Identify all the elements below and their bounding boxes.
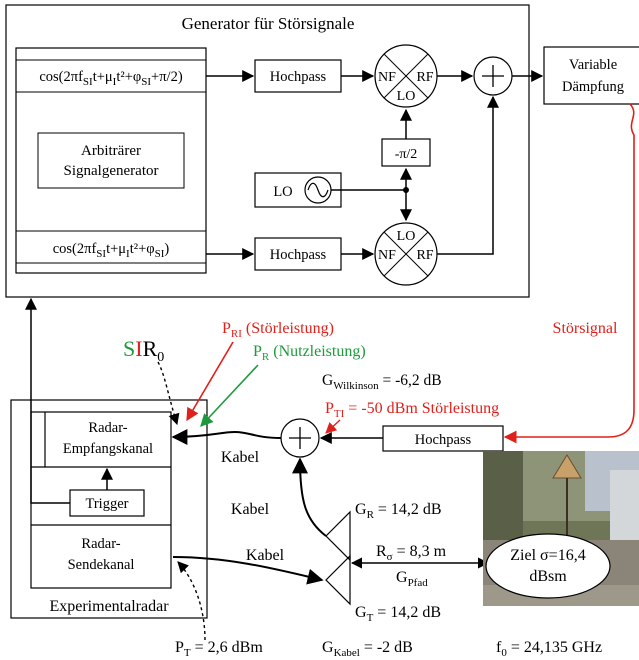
- mixer-top-rf: RF: [416, 70, 433, 85]
- sine-icon: [304, 176, 332, 204]
- attenuator-line2: Dämpfung: [562, 79, 624, 95]
- label-gt: GT = 14,2 dB: [355, 604, 441, 624]
- label-g-kabel: GKabel = -2 dB: [322, 639, 413, 659]
- label-sir0: SIR0: [123, 336, 164, 365]
- highpass-top-label: Hochpass: [270, 69, 327, 85]
- label-kabel1: Kabel: [221, 449, 260, 466]
- mixer-bottom-rf: RF: [416, 248, 433, 263]
- arbitrary-generator: [15, 47, 207, 274]
- mixer-bottom-lo: LO: [397, 229, 416, 244]
- target-bubble: [485, 533, 611, 599]
- label-pr: PR (Nutzleistung): [253, 343, 366, 363]
- awg-label-line1: Arbiträrer: [81, 143, 141, 159]
- phase-shifter-label: -π/2: [395, 147, 418, 162]
- label-pt: PT = 2,6 dBm: [175, 639, 263, 659]
- cable-rx: [171, 428, 282, 445]
- mixer-top-lo: LO: [397, 89, 416, 104]
- target-line2: dBsm: [529, 568, 567, 585]
- highpass-bottom-label: Hochpass: [270, 247, 327, 263]
- label-kabel3: Kabel: [246, 547, 285, 564]
- label-g-wilkinson: GWilkinson = -6,2 dB: [322, 372, 442, 392]
- awg-label-line2: Signalgenerator: [64, 163, 159, 179]
- radar-tx-line1: Radar-: [81, 536, 120, 552]
- arrow-pti: [325, 419, 341, 434]
- trigger-label: Trigger: [86, 496, 129, 512]
- highpass-rx-label: Hochpass: [415, 432, 472, 448]
- rx-antenna: [325, 510, 351, 562]
- cable-antenna-summer: [292, 457, 327, 537]
- radar-rx-line1: Radar-: [88, 420, 127, 436]
- label-gr: GR = 14,2 dB: [355, 501, 442, 521]
- generator-frame: [5, 4, 530, 298]
- arrow-sir0: [157, 361, 180, 426]
- label-pti: PTI = -50 dBm Störleistung: [325, 400, 499, 420]
- mixer-bottom-nf: NF: [378, 248, 396, 263]
- signal-top: cos(2πfSIt+μIt²+φSI+π/2): [39, 69, 182, 88]
- summer-wilkinson: [280, 418, 320, 458]
- tx-antenna: [325, 554, 351, 606]
- label-r-sigma: Rσ = 8,3 m: [376, 543, 447, 563]
- label-stoersignal: Störsignal: [553, 320, 618, 337]
- radar-frame: [10, 399, 208, 619]
- label-kabel2: Kabel: [231, 501, 270, 518]
- label-g-pfad: GPfad: [396, 569, 428, 589]
- radar-rx-line2: Empfangskanal: [63, 441, 153, 457]
- target-line1: Ziel σ=16,4: [510, 547, 585, 564]
- label-pri: PRI (Störleistung): [222, 320, 334, 340]
- cable-tx: [172, 556, 324, 585]
- arrow-trigger-generator: [25, 297, 70, 504]
- mixer-top-nf: NF: [378, 70, 396, 85]
- summer-generator: [473, 56, 513, 96]
- lo-oscillator-label: LO: [273, 184, 292, 200]
- arrow-pr: [200, 364, 259, 427]
- arrow-pri: [186, 341, 234, 422]
- lo-oscillator: [254, 172, 342, 208]
- generator-title: Generator für Störsignale: [182, 14, 355, 33]
- attenuator: [543, 46, 639, 105]
- interference-signal-line: [503, 103, 635, 444]
- radar-tx-line2: Sendekanal: [68, 557, 135, 573]
- arrow-pt: [177, 561, 206, 641]
- mixer-bottom: [374, 222, 438, 286]
- radar-title: Experimentalradar: [49, 598, 169, 615]
- attenuator-line1: Variable: [569, 57, 617, 73]
- signal-bottom: cos(2πfSIt+μIt²+φSI): [53, 241, 170, 260]
- label-f0: f0 = 24,135 GHz: [496, 639, 602, 659]
- arrow-mixer-bottom-summer: [437, 95, 499, 255]
